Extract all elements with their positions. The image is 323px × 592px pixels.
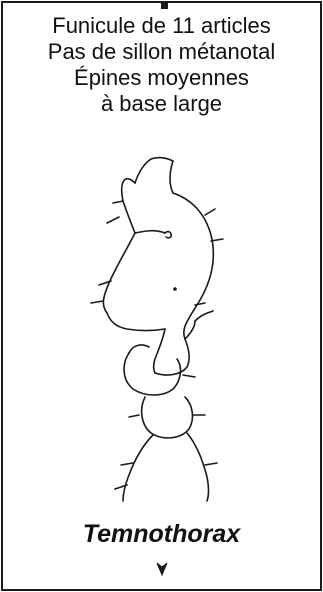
gaster-base-right	[187, 433, 209, 501]
mesosoma-dorsal-outline	[173, 193, 213, 339]
seta-4	[211, 239, 223, 241]
caption-line-spine-base: à base large	[3, 91, 320, 117]
promesonotal-suture	[135, 231, 165, 233]
seta-3	[205, 209, 215, 215]
seta-1	[113, 201, 123, 203]
pronotum-top	[151, 158, 173, 161]
neck-left	[135, 159, 151, 183]
petiole-seta	[183, 375, 195, 377]
ant-mesosoma-drawing	[73, 153, 253, 503]
mesosoma-dot	[173, 287, 177, 291]
propodeal-spine	[195, 311, 213, 321]
caption-line-metanotal-groove: Pas de sillon métanotal	[3, 39, 320, 65]
mesopleuron-outline	[103, 233, 135, 313]
metapleural-lobe	[154, 329, 166, 373]
neck-right	[170, 161, 173, 193]
caption-line-spines: Épines moyennes	[3, 65, 320, 91]
genus-name: Temnothorax	[3, 519, 320, 549]
pronotum-outline	[122, 179, 135, 233]
anterior-lower	[107, 313, 165, 331]
gaster-seta-1	[121, 463, 133, 465]
down-arrow-icon	[155, 561, 169, 577]
seta-7	[195, 303, 205, 305]
gaster-base-left	[123, 435, 153, 501]
postpetiole-seta-2	[129, 415, 139, 417]
top-connector-mark	[161, 1, 168, 9]
caption-line-funicle: Funicule de 11 articles	[3, 13, 320, 39]
seta-2	[107, 217, 119, 223]
seta-6	[91, 301, 103, 303]
petiole-link-left	[129, 345, 149, 353]
gaster-seta-2	[205, 463, 217, 465]
postpetiole-outline	[142, 397, 193, 438]
character-description: Funicule de 11 articles Pas de sillon mé…	[3, 13, 320, 117]
suture-knob	[165, 232, 171, 238]
